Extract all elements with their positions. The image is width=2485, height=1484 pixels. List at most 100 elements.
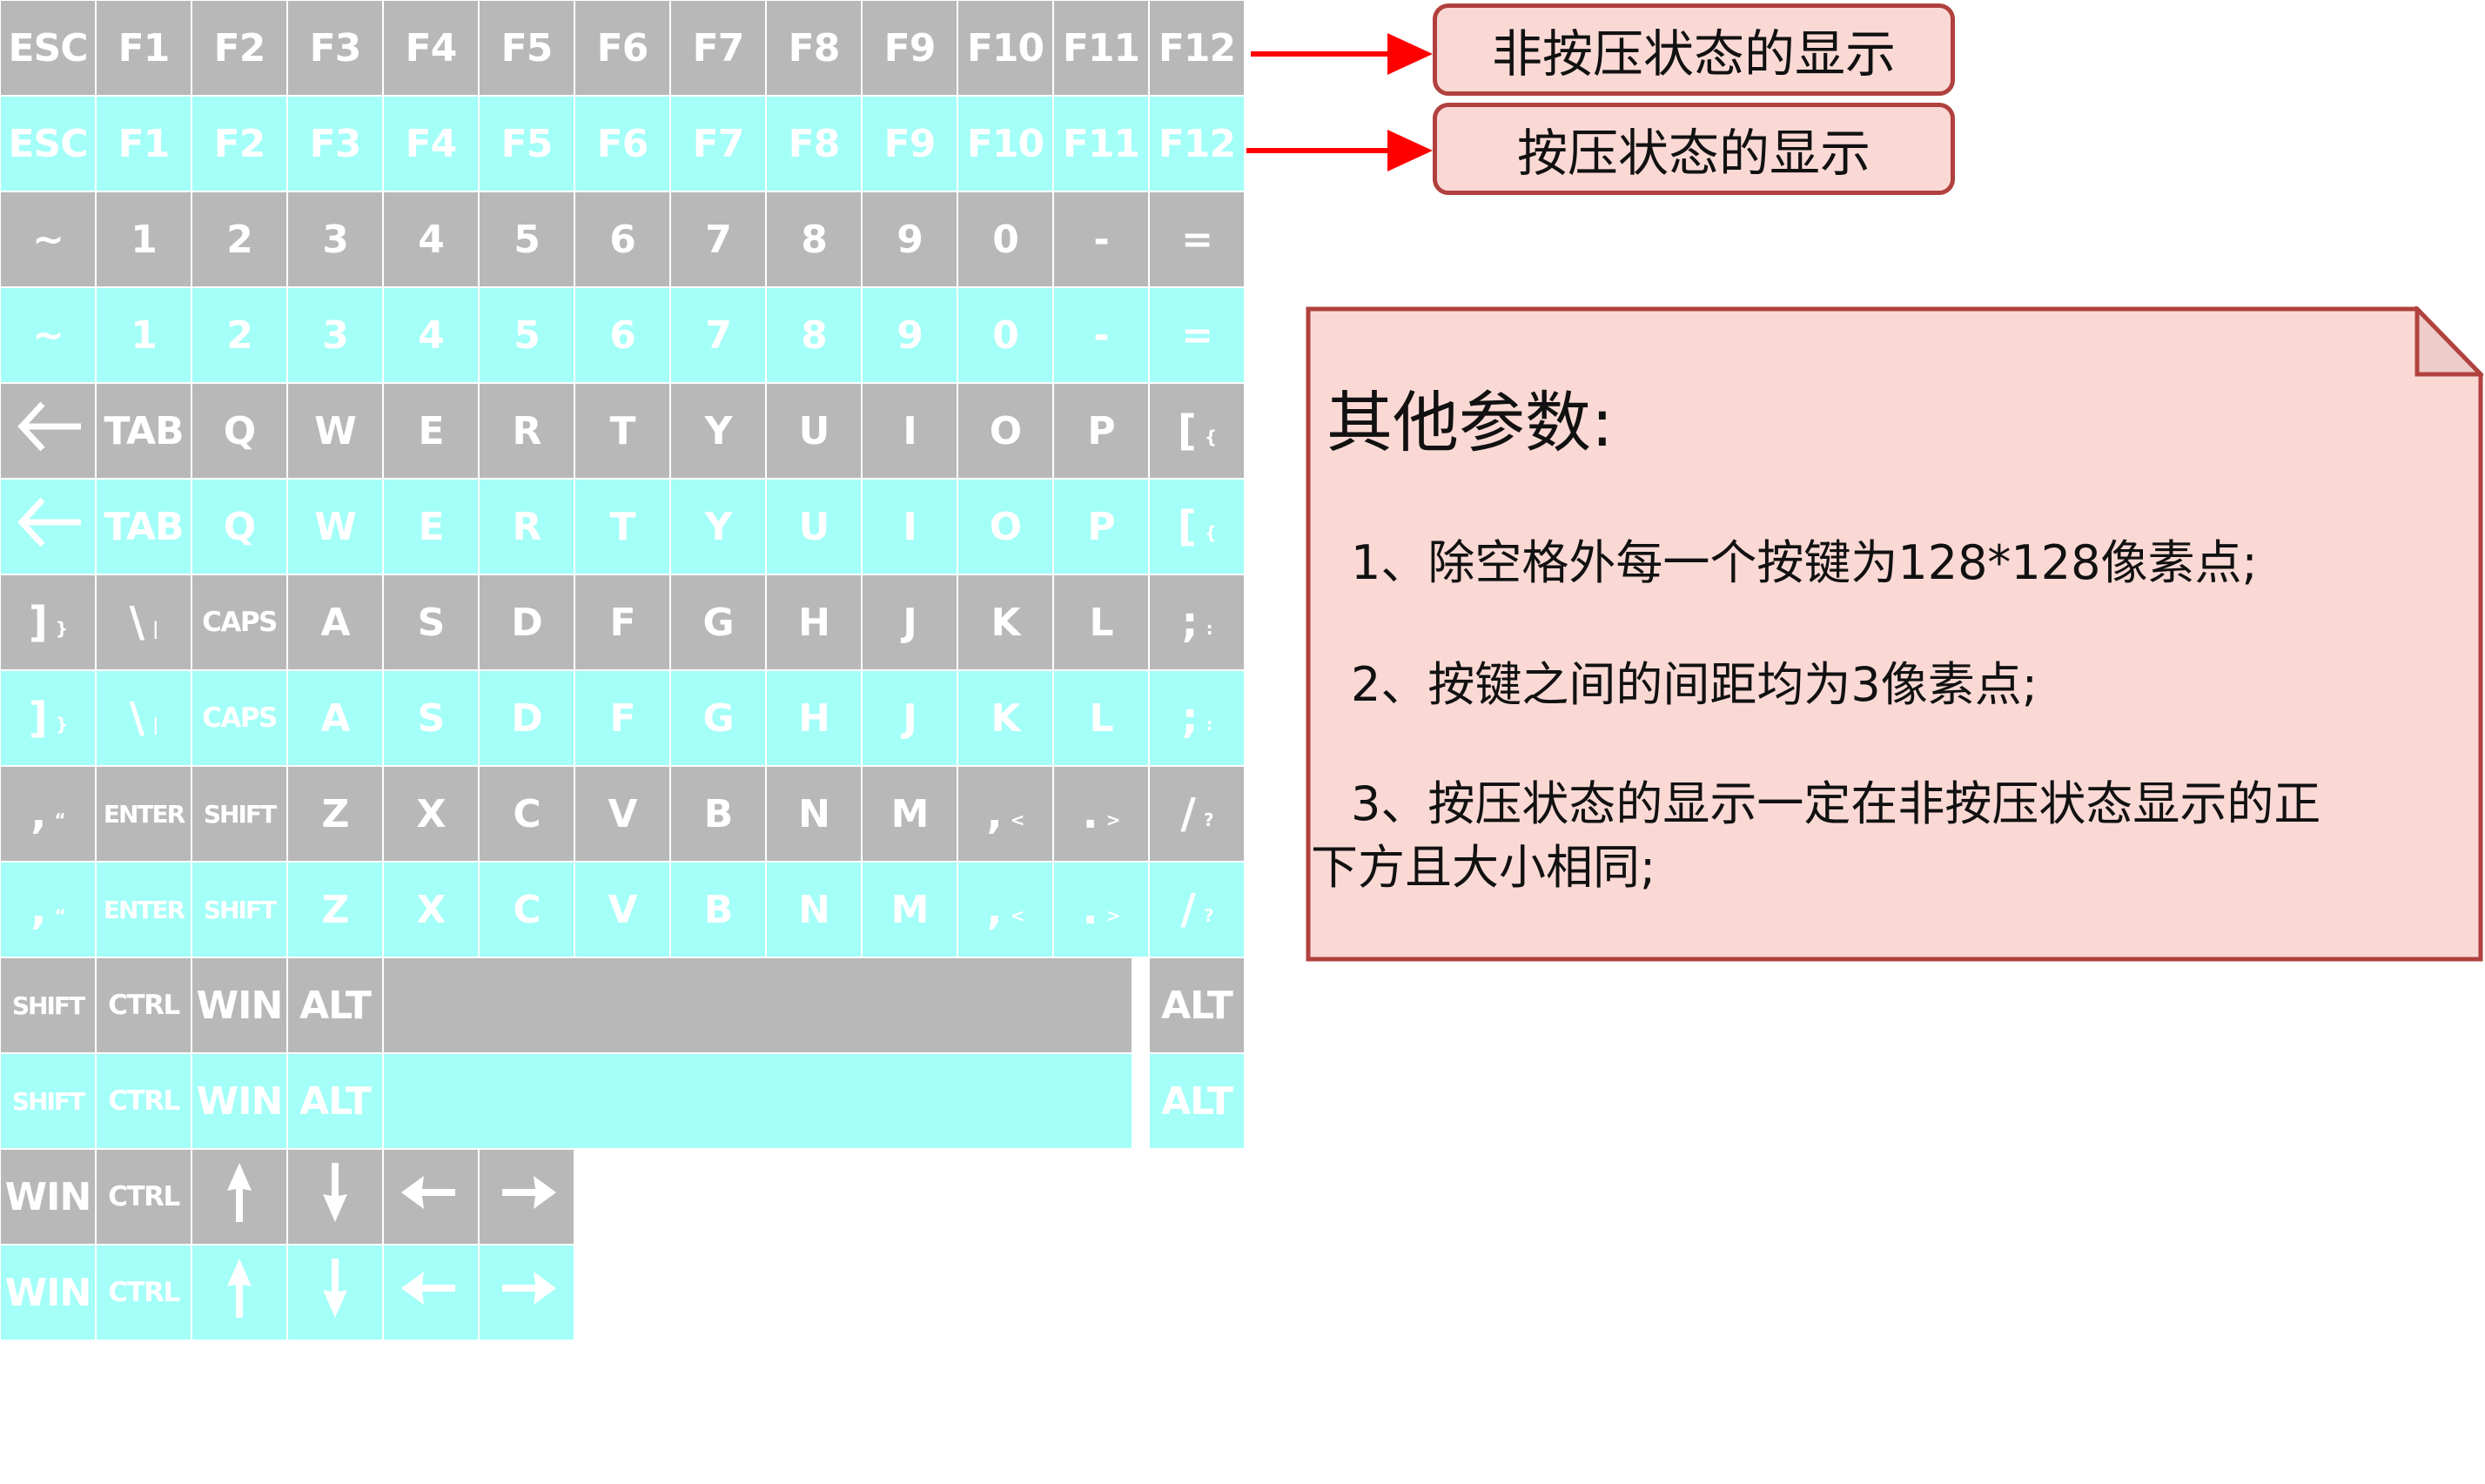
key-f5-pressed: F5	[480, 97, 574, 191]
key-k12-pressed: [{	[1150, 480, 1244, 574]
key-b-normal: B	[671, 767, 765, 861]
key-ctrl-pressed: CTRL	[97, 1246, 191, 1340]
key-primary-glyph: ,	[30, 885, 46, 934]
key-label: F9	[883, 25, 937, 71]
key-k12-normal: ;:	[1150, 575, 1244, 669]
arrow-left-icon	[396, 1158, 466, 1237]
key-label: F12	[1158, 25, 1236, 71]
key-primary-glyph: /	[1180, 885, 1196, 934]
key-primary-glyph: ,	[986, 789, 1003, 838]
key-shift-glyph: “	[54, 809, 66, 830]
key-ctrl-normal: CTRL	[97, 958, 191, 1052]
key-3-pressed: 3	[288, 288, 382, 382]
key-label: F1	[118, 25, 171, 71]
arrow-right-icon	[492, 1253, 561, 1333]
arrow-down-icon	[300, 1253, 370, 1333]
backspace-arrow-icon	[13, 392, 83, 471]
key-x-pressed: X	[384, 863, 478, 957]
key-2-normal: 2	[192, 192, 286, 286]
key-label: 0	[992, 312, 1019, 358]
key-k1-pressed: \|	[97, 671, 191, 765]
key-label: H	[798, 600, 830, 645]
note-title: 其他参数:	[1326, 384, 1614, 461]
key-ctrl-normal: CTRL	[97, 1150, 191, 1244]
key-label: -	[1093, 217, 1109, 262]
key-v-normal: V	[575, 767, 669, 861]
key-label: T	[609, 504, 635, 549]
key-f4-normal: F4	[384, 1, 478, 95]
key-k12-normal: /?	[1150, 767, 1244, 861]
note-line-4: 下方且大小相同;	[1311, 840, 1656, 895]
key-u-normal: U	[767, 384, 861, 478]
key-arrow-down-pressed	[288, 1246, 382, 1340]
key-k-pressed: K	[958, 671, 1052, 765]
key-label: X	[416, 791, 447, 836]
key-label: O	[989, 408, 1022, 453]
arrowhead-icon	[1387, 130, 1433, 171]
key-label: F3	[309, 25, 362, 71]
key-f7-normal: F7	[671, 1, 765, 95]
key-l-normal: L	[1054, 575, 1148, 669]
key-label: W	[314, 504, 357, 549]
key-z-normal: Z	[288, 767, 382, 861]
key-shift-glyph: >	[1105, 905, 1121, 926]
key-shift-glyph: <	[1010, 809, 1025, 830]
key-label: =	[1181, 312, 1213, 358]
key-x-normal: X	[384, 767, 478, 861]
arrow-to-normal-label	[1251, 51, 1390, 57]
key-k0-normal: ]}	[1, 575, 95, 669]
key-label: N	[798, 887, 830, 932]
key-b-pressed: B	[671, 863, 765, 957]
key-label: 5	[514, 217, 541, 262]
key-a-pressed: A	[288, 671, 382, 765]
key-6-normal: 6	[575, 192, 669, 286]
key-label: X	[416, 887, 447, 932]
key-j-normal: J	[863, 575, 957, 669]
key-k12-pressed: /?	[1150, 863, 1244, 957]
key-f9-pressed: F9	[863, 97, 957, 191]
key-label: 1	[131, 217, 158, 262]
key-label: Z	[321, 791, 350, 836]
key-y-normal: Y	[671, 384, 765, 478]
key-label: 7	[705, 312, 732, 358]
key-label: F	[609, 600, 635, 645]
key-label: O	[989, 504, 1022, 549]
key-z-pressed: Z	[288, 863, 382, 957]
key-label: ~	[32, 217, 64, 262]
key-7-pressed: 7	[671, 288, 765, 382]
key-c-pressed: C	[480, 863, 574, 957]
key-label: L	[1089, 600, 1113, 645]
arrow-right-icon	[492, 1158, 561, 1237]
key-label: 6	[609, 312, 636, 358]
key-label: T	[609, 408, 635, 453]
key-k0-pressed: ~	[1, 288, 95, 382]
key-arrow-right-normal	[480, 1150, 574, 1244]
key-label: F11	[1062, 25, 1140, 71]
key-o-pressed: O	[958, 480, 1052, 574]
key-label: 7	[705, 217, 732, 262]
key-label: SHIFT	[11, 1086, 85, 1116]
key-shift-normal: SHIFT	[192, 767, 286, 861]
normal-state-label-text: 非按压状态的显示	[1491, 24, 1896, 84]
key-backspace-arrow-pressed	[1, 480, 95, 574]
key-f1-pressed: F1	[97, 97, 191, 191]
key-label: CTRL	[108, 1085, 180, 1117]
key-f4-pressed: F4	[384, 97, 478, 191]
key-alt-pressed: ALT	[1150, 1054, 1244, 1148]
key-label: M	[890, 887, 930, 932]
key-p-pressed: P	[1054, 480, 1148, 574]
key-n-pressed: N	[767, 863, 861, 957]
key-9-pressed: 9	[863, 288, 957, 382]
key-label: F4	[405, 121, 458, 166]
pressed-state-label-text: 按压状态的显示	[1516, 124, 1870, 183]
key-label: CTRL	[108, 1181, 180, 1212]
key-primary-glyph: ;	[1181, 694, 1198, 742]
key-label: I	[903, 504, 917, 549]
key-e-pressed: E	[384, 480, 478, 574]
key-arrow-right-pressed	[480, 1246, 574, 1340]
key-f-normal: F	[575, 575, 669, 669]
key-label: J	[903, 600, 917, 645]
key-primary-glyph: .	[1082, 789, 1098, 838]
key-f6-normal: F6	[575, 1, 669, 95]
key-h-normal: H	[767, 575, 861, 669]
